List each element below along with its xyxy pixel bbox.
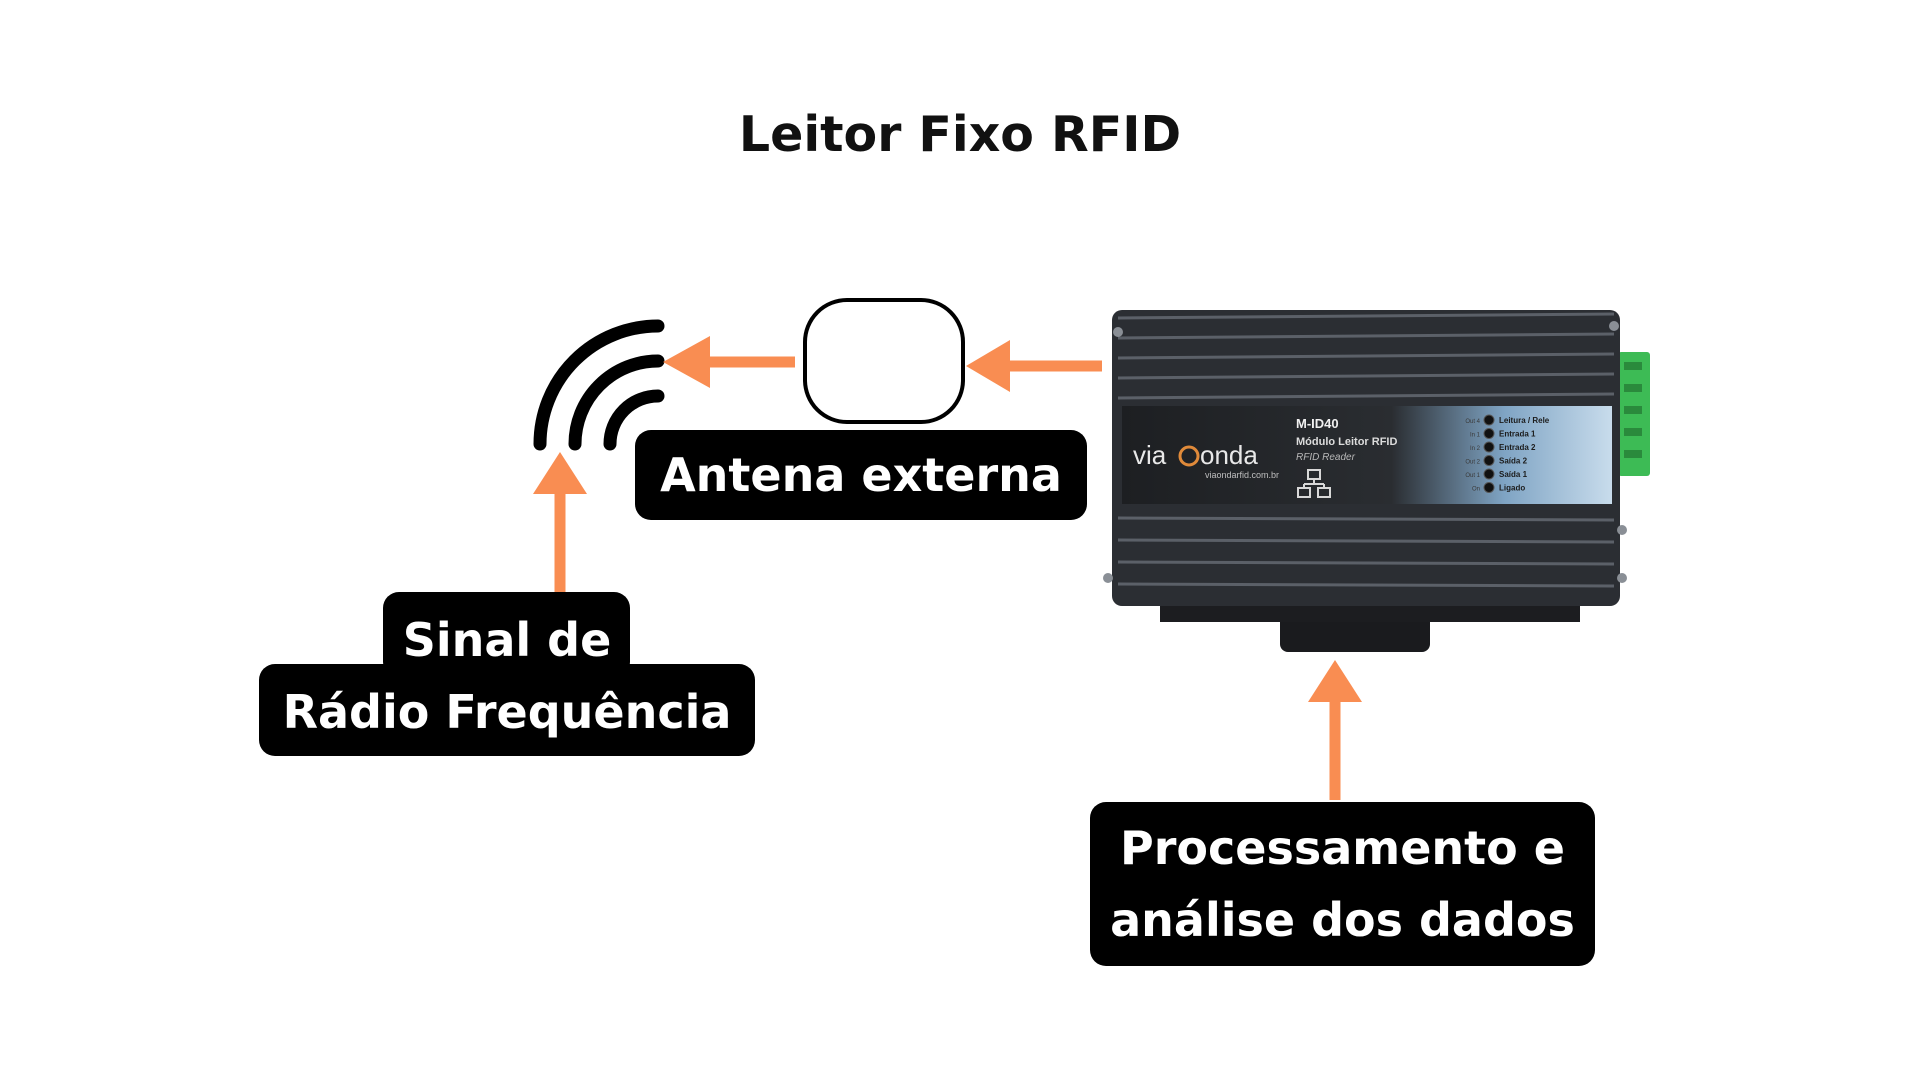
indicator-port-label: In 2 (1470, 446, 1481, 452)
indicator-name-label: Saída 2 (1499, 457, 1528, 466)
signal-label-line1: Sinal de (402, 613, 612, 667)
indicator-name-label: Leitura / Rele (1499, 416, 1550, 425)
network-icon (1297, 469, 1331, 498)
arrow-antenna-to-signal (663, 336, 795, 388)
indicator-name-label: Entrada 1 (1499, 430, 1536, 439)
wireless-signal-icon (533, 319, 665, 451)
indicator-port-label: In 1 (1470, 433, 1481, 439)
viaonda-logo: via onda viaondarfid.com.br (1133, 440, 1279, 480)
indicator-port-label: Out 4 (1465, 419, 1480, 425)
processing-label-line2: análise dos dados (1110, 893, 1575, 947)
signal-label-box-bottom (259, 664, 755, 756)
arrow-label-to-signal (533, 452, 587, 592)
indicator-led (1483, 414, 1495, 426)
terminal-block (1618, 352, 1650, 476)
description-text: Módulo Leitor RFID (1296, 436, 1397, 448)
arrow-device-to-antenna (966, 340, 1102, 392)
brand-right-text: onda (1200, 440, 1258, 470)
indicator-port-label: On (1472, 487, 1480, 493)
antenna-label: Antena externa (635, 430, 1087, 520)
indicator-led (1483, 428, 1495, 439)
processing-label-line1: Processamento e (1120, 821, 1565, 875)
indicator-port-label: Out 2 (1465, 460, 1480, 466)
indicator-name-label: Ligado (1499, 484, 1525, 493)
signal-label-line2: Rádio Frequência (282, 685, 732, 739)
subtitle-text: RFID Reader (1296, 452, 1356, 463)
indicator-led (1483, 482, 1495, 493)
indicator-led (1483, 455, 1495, 466)
model-text: M-ID40 (1296, 416, 1339, 431)
indicator-panel: Out 4 Leitura / Rele In 1 Entrada 1 In 2 Entr… (1465, 414, 1550, 493)
brand-left-text: via (1133, 440, 1167, 470)
antenna-icon (803, 298, 965, 424)
signal-label-box-top (383, 592, 630, 678)
arrow-label-to-device (1308, 660, 1362, 800)
indicator-led (1483, 441, 1495, 453)
processing-label: Processamento e análise dos dados (1090, 802, 1595, 966)
indicator-led (1483, 468, 1495, 480)
device-front-panel (1122, 406, 1612, 504)
page-title: Leitor Fixo RFID (738, 106, 1182, 163)
indicator-name-label: Saída 1 (1499, 470, 1528, 479)
website-text: viaondarfid.com.br (1205, 470, 1279, 480)
indicator-port-label: Out 1 (1465, 473, 1480, 479)
indicator-name-label: Entrada 2 (1499, 443, 1536, 452)
signal-label: Sinal de Rádio Frequência (259, 604, 755, 748)
heatsink-fins (1117, 312, 1615, 588)
rfid-reader-device: via onda viaondarfid.com.br M-ID40 Módul… (1103, 310, 1650, 652)
